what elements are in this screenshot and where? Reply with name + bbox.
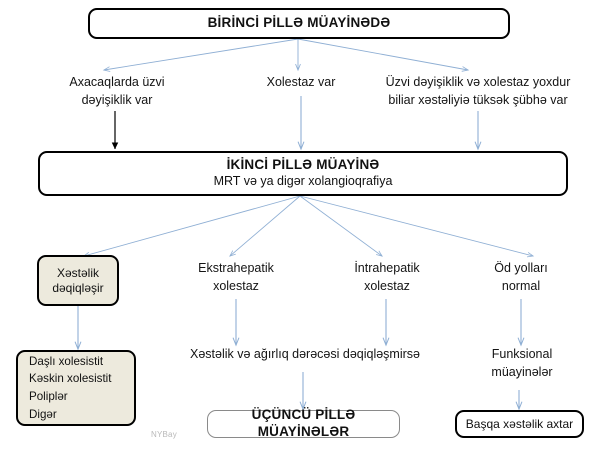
arrow-to-result-2 — [229, 195, 301, 257]
label-od-yollari-line1: Öd yolları — [494, 261, 548, 275]
label-funksional-line1: Funksional — [491, 347, 553, 361]
arrow-to-branch-1 — [102, 38, 299, 72]
stage-two-fanout-arrows — [82, 195, 535, 258]
arrow-to-result-4 — [299, 195, 535, 258]
node-stage-two-title: İKİNCİ PİLLƏ MÜAYİNƏ — [226, 157, 380, 173]
label-xestelik-deqiqlesmirse: Xəstəlik və ağırlıq dərəcəsi dəqiqləşmir… — [165, 346, 445, 364]
node-diagnosis-list[interactable]: Daşlı xolesistit Kəskin xolesistit Polip… — [16, 350, 136, 426]
branch-label-uzvi-deyisiklik-line2: biliar xəstəliyiə tüksək şübhə var — [388, 92, 568, 107]
arrow-to-result-1 — [82, 195, 301, 258]
list-item: Daşlı xolesistit — [29, 354, 104, 368]
label-od-yollari-line2: normal — [501, 278, 541, 293]
node-stage-two[interactable]: İKİNCİ PİLLƏ MÜAYİNƏ MRT və ya digər xol… — [38, 151, 568, 196]
label-intrahepatik-line1: İntrahepatik — [354, 261, 420, 275]
node-stage-three[interactable]: ÜÇÜNCÜ PİLLƏ MÜAYİNƏLƏR — [207, 407, 400, 439]
branch-label-xolestaz-var-line1: Xolestaz var — [266, 75, 336, 89]
node-stage-two-subtitle: MRT və ya digər xolangioqrafiya — [213, 174, 393, 189]
stage-one-fanout-arrows — [102, 38, 470, 72]
label-funksional-line2: müayinələr — [491, 364, 553, 379]
label-ekstrahepatik-xolestaz: Ekstrahepatik xolestaz — [171, 260, 301, 296]
arrow-to-branch-3 — [297, 38, 470, 72]
node-basqa-xestelik-axtar-label: Başqa xəstəlik axtar — [465, 416, 574, 431]
list-item: Poliplər — [29, 390, 68, 403]
label-od-yollari-normal: Öd yolları normal — [466, 260, 576, 296]
label-ekstrahepatik-line2: xolestaz — [213, 278, 259, 293]
list-item: Kəskin xolesistit — [29, 372, 112, 386]
node-stage-one-label: BİRİNCİ PİLLƏ MÜAYİNƏDƏ — [207, 15, 391, 31]
arrow-to-result-3 — [299, 195, 383, 257]
node-xestelik-deqiqlesir-line2: dəqiqləşir — [52, 280, 104, 295]
node-stage-three-label: ÜÇÜNCÜ PİLLƏ MÜAYİNƏLƏR — [251, 407, 356, 439]
node-xestelik-deqiqlesir-line1: Xəstəlik — [56, 265, 100, 280]
label-intrahepatik-xolestaz: İntrahepatik xolestaz — [327, 260, 447, 296]
node-basqa-xestelik-axtar[interactable]: Başqa xəstəlik axtar — [455, 410, 584, 438]
node-xestelik-deqiqlesir[interactable]: Xəstəlik dəqiqləşir — [37, 255, 119, 306]
branch-label-axacaqlarda-line1: Axacaqlarda üzvi — [69, 75, 165, 89]
label-ekstrahepatik-line1: Ekstrahepatik — [198, 261, 274, 275]
branch-label-uzvi-deyisiklik-line1: Üzvi dəyişiklik və xolestaz yoxdur — [385, 75, 571, 89]
branch-label-uzvi-deyisiklik: Üzvi dəyişiklik və xolestaz yoxdur bilia… — [357, 74, 599, 110]
branch-label-axacaqlarda: Axacaqlarda üzvi dəyişiklik var — [22, 74, 212, 110]
label-intrahepatik-line2: xolestaz — [364, 278, 410, 293]
list-item: Digər — [29, 407, 57, 421]
branch-label-axacaqlarda-line2: dəyişiklik var — [81, 92, 153, 107]
label-funksional-muayinelər: Funksional müayinələr — [462, 346, 582, 382]
watermark: NYBay — [151, 430, 177, 439]
label-xestelik-deqiqlesmirse-text: Xəstəlik və ağırlıq dərəcəsi dəqiqləşmir… — [190, 347, 420, 361]
branch-label-xolestaz-var: Xolestaz var — [236, 74, 366, 92]
node-stage-one[interactable]: BİRİNCİ PİLLƏ MÜAYİNƏDƏ — [88, 8, 510, 39]
